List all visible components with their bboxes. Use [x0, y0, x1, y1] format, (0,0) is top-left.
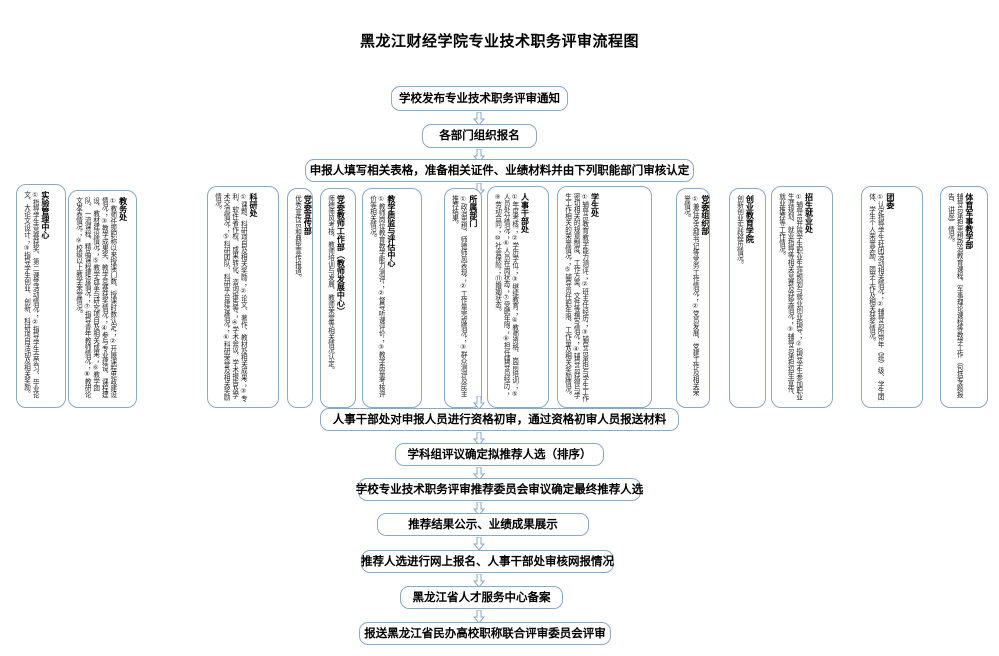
dept-items: ①课题、科研项目及相关奖励；②论文、著作、教材及相关成果；③专利、软件著作权、成…	[213, 193, 248, 402]
dept-column-lab-center[interactable]: 实验管理中心 ①指导学生竞赛获奖、第二课堂活动情况；②指导学生会实习、毕业论文、…	[16, 184, 66, 408]
dept-items: 优秀宣传员和典型宣传报道。	[293, 195, 302, 281]
dept-title: 科研处	[249, 193, 259, 217]
dept-title: 人事干部处	[520, 193, 530, 233]
dept-column-research-office[interactable]: 科研处 ①课题、科研项目及相关奖励；②论文、著作、教材及相关成果；③专利、软件著…	[207, 186, 279, 408]
dept-title: 党委教师工作部（教师发展中心）	[336, 195, 346, 315]
dept-title: 招生就业处	[804, 193, 814, 233]
dept-items: ①年度考核；②学历学位；③继续教育；④教师资格、岗前培训；⑤人员处分情况；⑥人员…	[493, 193, 519, 398]
flow-arrow-1	[473, 112, 485, 126]
dept-column-admission-employment[interactable]: 招生就业处 ①辅导员开展学生职业生涯规划与就业创业指导；②指导学生参加职业生涯规…	[771, 186, 833, 408]
flow-arrow-7	[473, 502, 485, 516]
dept-title: 实验管理中心	[40, 191, 50, 239]
dept-items: ①教师岗位教育教学能力测评；②督导听课评价；③教学质量考核评价等相关情况。	[368, 195, 386, 398]
dept-column-student-affairs[interactable]: 学生处 ①辅导员教育教学能力测评；②班主任经历；③辅导员承担与学生工作密切相关的…	[557, 186, 652, 408]
dept-column-party-propaganda[interactable]: 党委宣传部 优秀宣传员和典型宣传报道。	[287, 188, 313, 408]
page-title: 黑龙江财经学院专业技术职务评审流程图	[359, 32, 639, 50]
flow-arrow-10	[473, 610, 485, 624]
flow-box-forms[interactable]: 申报人填写相关表格，准备相关证件、业绩材料并由下列职能部门审核认定	[305, 159, 694, 182]
dept-title: 所属部门	[468, 195, 478, 227]
flow-box-prelim[interactable]: 人事干部处对申报人员进行资格初审，通过资格初审人员报送材料	[320, 408, 679, 431]
dept-column-teacher-work-dept[interactable]: 党委教师工作部（教师发展中心） 师德师风考核、教师培训与发展、教师荣誉等相关情况…	[320, 188, 356, 408]
dept-items: ①兼任党支部书记等党务工作情况；②党员发展、党建工作及相关荣誉情况。	[682, 195, 700, 396]
flow-box-discipline[interactable]: 学科组评议确定拟推荐人选（排序）	[395, 443, 604, 466]
dept-items: ①指导学生竞赛获奖、第二课堂活动情况；②指导学生会实习、毕业论文、大论文设计；③…	[22, 191, 40, 399]
flow-arrow-6	[473, 467, 485, 481]
flow-box-publicity[interactable]: 推荐结果公示、业绩成果展示	[377, 513, 589, 536]
dept-items: ①辅导员开展学生职业生涯规划与就业创业指导；②指导学生参加职业生涯规划、就业指导…	[777, 193, 803, 401]
flow-arrow-9	[473, 574, 485, 588]
flow-box-notice[interactable]: 学校发布专业技术职务评审通知	[391, 86, 568, 111]
dept-title: 体育军事教学部	[964, 193, 974, 249]
dept-title: 学生处	[590, 193, 600, 217]
dept-column-affiliated-dept[interactable]: 所属部门 ①政治思想、师德师风表现；②工作量完成情况；③群众测评及民主推荐结果。	[444, 188, 482, 408]
dept-column-academic-affairs[interactable]: 教务处 ①教师任现职称以来授课门数、授课时数认定；②开展课程思政建设情况；③教学…	[68, 190, 137, 408]
dept-items: 辅导员承担思想政治教育课程、军事理论课程等教学工作（包括专题报告、讲座）情况。	[946, 193, 964, 398]
dept-items: ①教师任现职称以来授课门数、授课时数认定；②开展课程思政建设情况；③教学成果奖、…	[74, 197, 117, 398]
flow-box-online[interactable]: 推荐人选进行网上报名、人事干部处审核网报情况	[361, 550, 614, 573]
dept-title: 党委组织部	[700, 195, 710, 235]
flow-arrow-4	[473, 396, 485, 410]
flow-box-record[interactable]: 黑龙江省人才服务中心备案	[400, 586, 563, 609]
dept-items: ①政治思想、师德师风表现；②工作量完成情况；③群众测评及民主推荐结果。	[450, 195, 468, 398]
dept-column-personnel-cadre-office[interactable]: 人事干部处 ①年度考核；②学历学位；③继续教育；④教师资格、岗前培训；⑤人员处分…	[487, 186, 549, 408]
dept-items: 创新创业实践经历情况。	[735, 195, 744, 268]
dept-column-teaching-quality-center[interactable]: 教学质监与评估中心 ①教师岗位教育教学能力测评；②督导听课评价；③教学质量考核评…	[362, 188, 422, 408]
flow-box-submit[interactable]: 报送黑龙江省民办高校职称联合评审委员会评审	[359, 622, 611, 645]
dept-title: 教学质监与评估中心	[386, 195, 396, 267]
dept-title: 创业教育学院	[745, 195, 755, 243]
dept-title: 团委	[885, 193, 895, 209]
flow-box-committee[interactable]: 学校专业技术职务评审推荐委员会审议确定最终推荐人选	[356, 478, 643, 501]
dept-column-party-organization[interactable]: 党委组织部 ①兼任党支部书记等党务工作情况；②党员发展、党建工作及相关荣誉情况。	[676, 188, 710, 408]
flow-box-signup[interactable]: 各部门组织报名	[422, 124, 537, 148]
dept-column-youth-league[interactable]: 团委 ①认定指导学生社团活动相关情况；②辅导员所带年（班）级、学生团体、学生个人…	[861, 186, 923, 408]
flow-arrow-8	[473, 537, 485, 551]
dept-title: 党委宣传部	[303, 195, 313, 235]
dept-column-pe-military-dept[interactable]: 体育军事教学部 辅导员承担思想政治教育课程、军事理论课程等教学工作（包括专题报告…	[940, 186, 988, 408]
flow-arrow-5	[473, 432, 485, 446]
dept-items: ①认定指导学生社团活动相关情况；②辅导员所带年（班）级、学生团体、学生个人荣誉奖…	[867, 193, 885, 401]
dept-title: 教务处	[118, 197, 128, 221]
dept-items: ①辅导员教育教学能力测评；②班主任经历；③辅导员承担与学生工作密切相关的规章制度…	[563, 193, 589, 402]
dept-items: 师德师风考核、教师培训与发展、教师荣誉等相关情况认定。	[326, 195, 335, 374]
dept-column-entrepreneurship-college[interactable]: 创业教育学院 创新创业实践经历情况。	[729, 188, 766, 408]
